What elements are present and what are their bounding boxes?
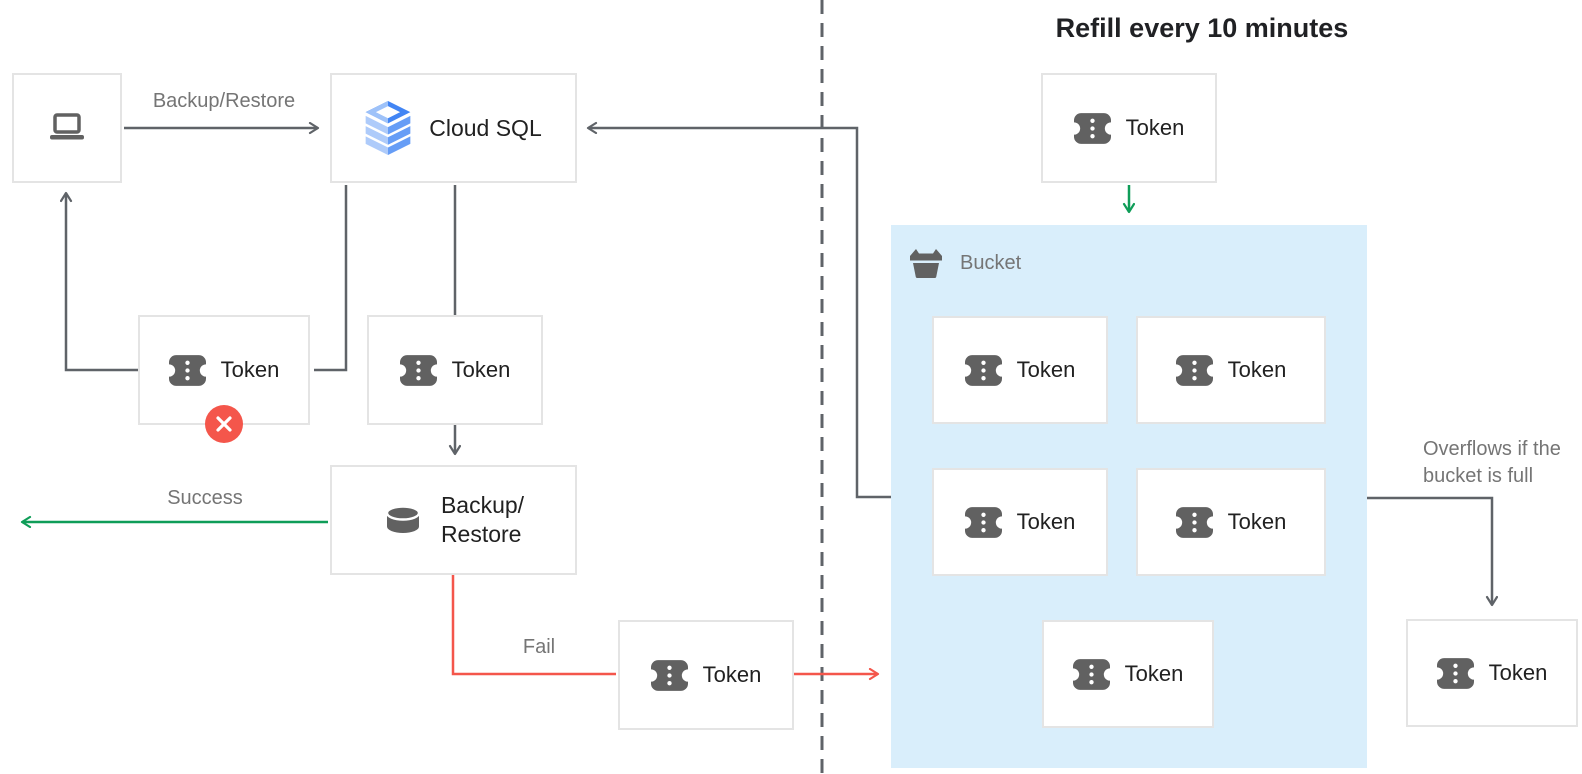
x-icon	[216, 416, 232, 432]
bucket-token-node: Token	[932, 468, 1108, 576]
bucket-token-node: Token	[1136, 468, 1326, 576]
cloud-sql-icon	[365, 101, 411, 155]
laptop-icon	[50, 113, 84, 140]
wire-overflow	[1367, 496, 1492, 605]
token-label: Token	[1016, 357, 1076, 382]
backup-restore-label-line2: Restore	[440, 521, 522, 547]
bucket-header: Bucket	[908, 247, 1021, 279]
refill-token-node: Token	[1041, 73, 1217, 183]
token-label: Token	[1488, 660, 1548, 685]
token-icon	[399, 354, 437, 386]
overflow-label: Overflows if the bucket is full	[1423, 436, 1561, 490]
overflow-label-line1: Overflows if the	[1423, 438, 1561, 460]
failed-token-node: Token	[618, 620, 794, 730]
bucket-icon	[910, 249, 942, 278]
page-title: Refill every 10 minutes	[1055, 13, 1349, 43]
token-icon	[1073, 112, 1111, 144]
fail-label: Fail	[522, 636, 556, 658]
success-label: Success	[167, 487, 243, 509]
wire-rejected-token-to-client	[66, 193, 138, 372]
overflow-label-line2: bucket is full	[1423, 465, 1534, 487]
wire-bucket-to-cloudsql	[588, 128, 891, 499]
wire-fail-to-token	[451, 575, 616, 676]
token-icon	[650, 659, 688, 691]
backup-restore-label: Backup/ Restore	[441, 491, 524, 549]
backup-restore-request-label: Backup/Restore	[152, 90, 296, 112]
token-label: Token	[1125, 115, 1185, 140]
token-icon	[964, 506, 1002, 538]
backup-restore-label-line1: Backup/	[440, 492, 525, 519]
token-label: Token	[1016, 509, 1076, 534]
error-badge	[205, 405, 243, 443]
token-icon	[168, 354, 206, 386]
token-icon	[1436, 657, 1474, 689]
database-icon	[385, 505, 421, 533]
token-label: Token	[1227, 357, 1287, 382]
token-label: Token	[1124, 661, 1184, 686]
cloud-sql-label: Cloud SQL	[429, 114, 542, 141]
token-label: Token	[1227, 509, 1287, 534]
token-icon	[1175, 506, 1213, 538]
token-label: Token	[702, 662, 762, 687]
bucket-token-node: Token	[1136, 316, 1326, 424]
rejected-token-node: Token	[138, 315, 310, 425]
bucket-token-node: Token	[932, 316, 1108, 424]
cloud-sql-node: Cloud SQL	[330, 73, 577, 183]
bucket-label: Bucket	[960, 251, 1022, 274]
token-label: Token	[220, 357, 280, 382]
client-node	[12, 73, 122, 183]
overflow-token-node: Token	[1406, 619, 1578, 727]
token-icon	[1175, 354, 1213, 386]
bucket-token-node: Token	[1042, 620, 1214, 728]
wire-cloudsql-to-rejected-token	[314, 185, 348, 372]
backup-restore-node: Backup/ Restore	[330, 465, 577, 575]
token-icon	[1072, 658, 1110, 690]
token-icon	[964, 354, 1002, 386]
token-label: Token	[451, 357, 511, 382]
accepted-token-node: Token	[367, 315, 543, 425]
